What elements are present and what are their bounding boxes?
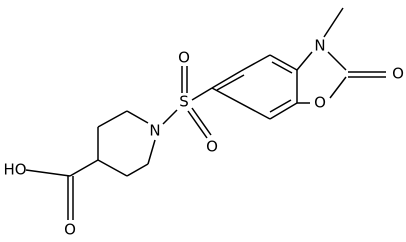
atom-label-o-sulfonyl-bottom: O: [206, 138, 218, 156]
bond-s-obottom-b: [191, 107, 212, 136]
bond-c3a-n3: [296, 51, 313, 71]
atom-label-sulfur: S: [179, 93, 189, 111]
bond-c4a-c3a: [269, 54, 298, 71]
bond-c5-c4a: [240, 54, 271, 72]
bond-c7-c6: [211, 87, 271, 120]
bond-c6-c5-inner: [216, 74, 245, 91]
atom-label-o-acid-carbonyl: O: [64, 221, 76, 239]
bond-c3b-c2b: [126, 163, 149, 177]
atom-label-n-benzoxazolone: N: [314, 37, 325, 55]
bond-c4-ccooh: [69, 159, 99, 177]
atom-label-o-ring: O: [314, 94, 326, 112]
bond-n1-s: [162, 109, 178, 125]
atom-label-o-carbonyl: O: [392, 65, 404, 83]
atom-labels: N S O O N O O HO O: [3, 37, 403, 239]
bond-c4-c3b: [97, 159, 128, 177]
atom-label-o-sulfonyl-top: O: [178, 49, 190, 67]
bond-n1-c2a: [126, 110, 149, 124]
atom-label-hydroxyl: HO: [3, 161, 26, 179]
bond-s-c6: [191, 87, 213, 101]
bond-c4a-c3a-inner: [271, 61, 293, 74]
bond-c6-c5: [211, 70, 242, 89]
bond-c2b-n1: [147, 139, 156, 165]
atom-label-n-piperidine: N: [149, 122, 160, 140]
bond-c2a-c3a: [97, 110, 128, 128]
bond-n3-ch3: [323, 7, 344, 38]
bond-c2-o1: [329, 76, 347, 99]
bond-c7a-c7: [269, 102, 298, 120]
bond-s-obottom-a: [187, 110, 208, 139]
bond-c7a-c7-inner: [269, 99, 292, 113]
bond-n3-c2: [327, 51, 347, 71]
bond-lines: [25, 7, 386, 220]
bond-ccooh-oh: [25, 169, 71, 177]
